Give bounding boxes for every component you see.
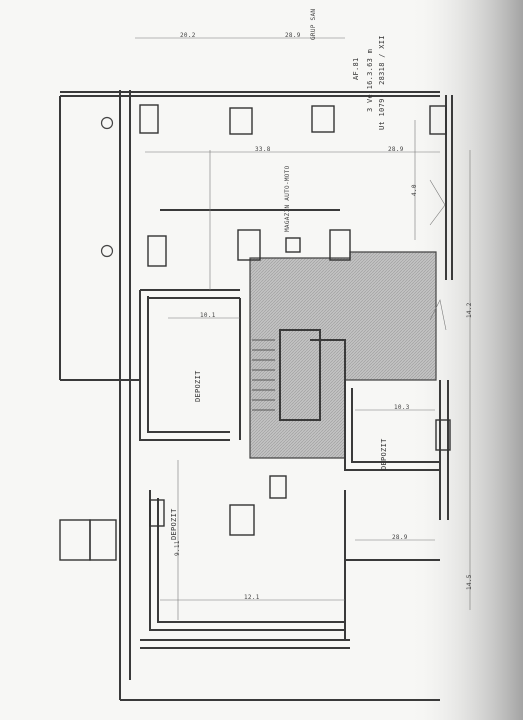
dimension-d9: 4.0: [411, 184, 418, 196]
dimension-d2: 28.9: [285, 32, 301, 39]
pillars: [59, 104, 451, 561]
room-label-deposit-upper: DEPOZIT: [194, 370, 202, 402]
dimension-d1: 20.2: [180, 32, 196, 39]
interior-walls: [139, 209, 449, 640]
title-line-1: 3 Ve 16.3.63 m: [366, 48, 374, 112]
dimension-d12: 14.5: [466, 574, 473, 590]
stair-treads: [252, 329, 346, 421]
outer-walls: [59, 90, 453, 701]
room-label-deposit-right: DEPOZIT: [380, 438, 388, 470]
title-line-2: Ut 1079 - 28318 / XII: [378, 35, 386, 130]
dimension-d8: 9.11: [174, 540, 181, 556]
room-label-garage: MAGAZIN AUTO-MOTO: [284, 165, 291, 232]
dimension-d6: 12.1: [244, 594, 260, 601]
dimension-d7: 14.2: [466, 302, 473, 318]
dimension-d10: 28.9: [392, 534, 408, 541]
dimension-d5: 10.1: [200, 312, 216, 319]
dimension-d11: 10.3: [394, 404, 410, 411]
dimension-lines: [135, 37, 471, 620]
room-label-deposit-lower: DEPOZIT: [170, 508, 178, 540]
room-label-group: GRUP SAN: [310, 8, 317, 40]
round-column-1: [100, 116, 114, 130]
sheet-number: AF.81: [352, 57, 360, 80]
dimension-d4: 28.9: [388, 146, 404, 153]
round-column-2: [100, 244, 114, 258]
dimension-d3: 33.8: [255, 146, 271, 153]
